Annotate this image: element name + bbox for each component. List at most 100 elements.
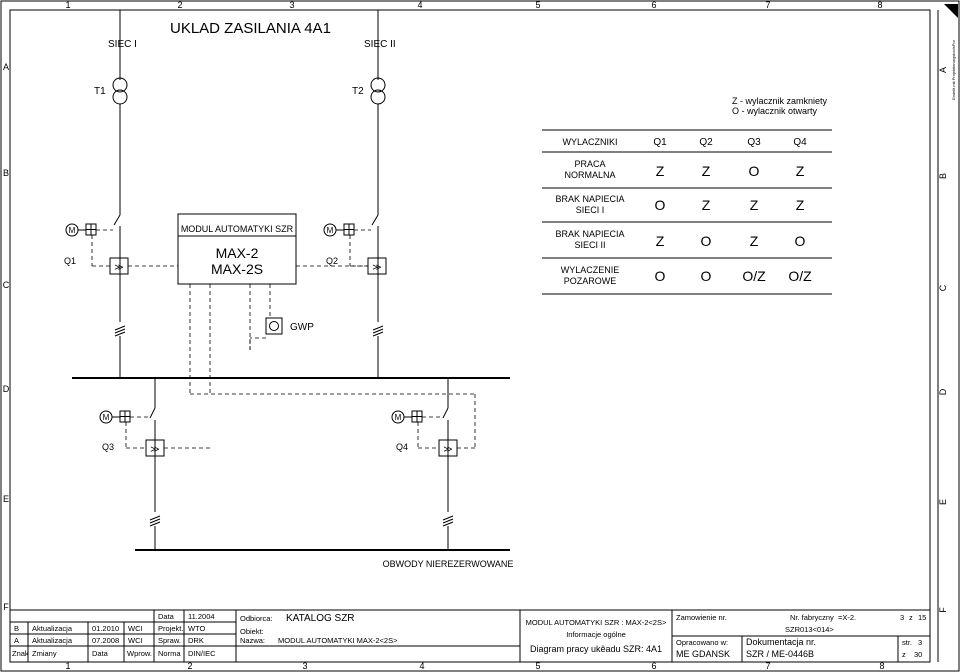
projekt-value: WTO	[188, 624, 206, 633]
col-1: 1	[65, 0, 70, 10]
row-3-q3: Z	[750, 233, 759, 249]
row-2-label-1: BRAK NAPIECIA	[555, 194, 624, 204]
drawing-frame	[9, 9, 931, 663]
col-5: 5	[535, 0, 540, 10]
mid-line-1: MODUL AUTOMATYKI SZR : MAX-2<2S>	[526, 618, 667, 627]
gwp-label: GWP	[290, 322, 314, 333]
sheet-code: SZR013<014>	[785, 625, 834, 634]
row-e: E	[3, 494, 9, 504]
rev-a-name: WCI	[128, 636, 143, 645]
breaker-q3: M ≫ Q3	[99, 378, 210, 550]
data-label: Data	[158, 612, 175, 621]
row-1-q2: Z	[702, 163, 711, 179]
unreserved-circuits-label: OBWODY NIEREZERWOWANE	[383, 559, 514, 569]
title-block: B Aktualizacja 01.2010 WCI A Aktualizacj…	[10, 609, 930, 662]
automation-module: MODUL AUTOMATYKI SZR MAX-2 MAX-2S	[177, 213, 297, 285]
module-line-2: MAX-2S	[211, 261, 263, 277]
col-7-bottom: 7	[765, 661, 770, 671]
row-3-q4: O	[795, 233, 806, 249]
table-header-q4: Q4	[793, 137, 807, 148]
sheet-z-label: z	[909, 613, 913, 622]
str-value: 3	[918, 638, 922, 647]
row-d: D	[3, 384, 10, 394]
rev-b-mark: B	[14, 624, 19, 633]
trip-unit-q1-glyph: ≫	[114, 262, 123, 272]
module-title: MODUL AUTOMATYKI SZR	[181, 224, 294, 234]
table-row: BRAK NAPIECIA SIECI I O Z Z Z	[555, 194, 804, 215]
table-header-label: WYLACZNIKI	[562, 137, 617, 147]
table-header-q2: Q2	[699, 137, 713, 148]
table-header-q3: Q3	[747, 137, 761, 148]
str-label: str.	[902, 638, 912, 647]
col-7: 7	[765, 0, 770, 10]
row-4-q3: O/Z	[742, 268, 766, 284]
rev-header-mark: Znak	[12, 649, 29, 658]
row-2-q2: Z	[702, 197, 711, 213]
legend-closed: Z - wylacznik zamkniety	[732, 96, 828, 106]
row-2-q1: O	[655, 197, 666, 213]
row-a: A	[3, 62, 9, 72]
row-3-q1: Z	[656, 233, 665, 249]
row-4-q4: O/Z	[788, 268, 812, 284]
trip-unit-q3-glyph: ≫	[150, 444, 159, 454]
rev-a-date: 07.2008	[92, 636, 119, 645]
control-wiring	[128, 265, 368, 394]
row-3-label-2: SIECI II	[574, 240, 605, 250]
gwp-button: GWP	[265, 317, 314, 335]
row-1-label-2: NORMALNA	[564, 170, 615, 180]
column-markers-bottom: 1 2 3 4 5 6 7 8	[65, 661, 884, 671]
col-3: 3	[289, 0, 294, 10]
col-5-bottom: 5	[535, 661, 540, 671]
motor-q3-label: M	[103, 413, 110, 422]
table-row: WYLACZENIE POZAROWE O O O/Z O/Z	[561, 265, 812, 286]
rev-b-date: 01.2010	[92, 624, 119, 633]
table-row: PRACA NORMALNA Z Z O Z	[564, 159, 804, 180]
col-3-bottom: 3	[302, 661, 307, 671]
odbiorca-value: KATALOG SZR	[286, 613, 355, 624]
oprac-value: ME GDANSK	[676, 649, 730, 659]
breaker-state-table: WYLACZNIKI Q1 Q2 Q3 Q4 PRACA NORMALNA Z …	[542, 129, 832, 295]
str-total: 30	[914, 650, 922, 659]
rev-header-date: Data	[92, 649, 109, 658]
col-6: 6	[651, 0, 656, 10]
row-1-q3: O	[749, 163, 760, 179]
source-siec-1-label: SIEC I	[108, 39, 137, 50]
col-8: 8	[877, 0, 882, 10]
projekt-label: Projekt.	[158, 624, 183, 633]
row-d-right: D	[938, 388, 948, 395]
nazwa-value: MODUL AUTOMATYKI MAX-2<2S>	[278, 636, 398, 645]
nazwa-label: Nazwa:	[240, 636, 265, 645]
obiekt-label: Obiekt:	[240, 627, 264, 636]
str-z-label: z	[902, 650, 906, 659]
row-2-q3: Z	[750, 197, 759, 213]
norma-label: Norma	[158, 649, 181, 658]
mid-line-3: Diagram pracy ukêadu SZR: 4A1	[530, 644, 662, 654]
row-2-label-2: SIECI I	[576, 205, 605, 215]
rev-b-name: WCI	[128, 624, 143, 633]
breaker-q4-label: Q4	[396, 442, 408, 452]
row-markers-right: A B C D E F	[938, 67, 948, 613]
row-c: C	[3, 280, 10, 290]
row-1-q1: Z	[656, 163, 665, 179]
norma-value: DIN/IEC	[188, 649, 216, 658]
spraw-label: Spraw.	[158, 636, 181, 645]
dok-value: SZR / ME-0446B	[746, 649, 814, 659]
transformer-t2: T2	[352, 10, 386, 152]
motor-q1-label: M	[69, 226, 76, 235]
nrfab-value: =X-2.	[838, 613, 856, 622]
row-4-q1: O	[655, 268, 666, 284]
col-2: 2	[177, 0, 182, 10]
col-1-bottom: 1	[65, 661, 70, 671]
col-4-bottom: 4	[419, 661, 424, 671]
rev-b-desc: Aktualizacja	[32, 624, 73, 633]
source-siec-2-label: SIEC II	[364, 39, 396, 50]
oprac-label: Opracowano w:	[676, 638, 728, 647]
row-b-right: B	[938, 173, 948, 179]
dok-label: Dokumentacja nr.	[746, 637, 816, 647]
side-note: Erstellt mit ProjektierungstoolsPro	[951, 39, 956, 100]
row-markers-left: A B C D E F	[3, 62, 10, 612]
trip-unit-q2-glyph: ≫	[372, 262, 381, 272]
transformer-t2-label: T2	[352, 86, 364, 97]
legend-open: O - wylacznik otwarty	[732, 106, 818, 116]
